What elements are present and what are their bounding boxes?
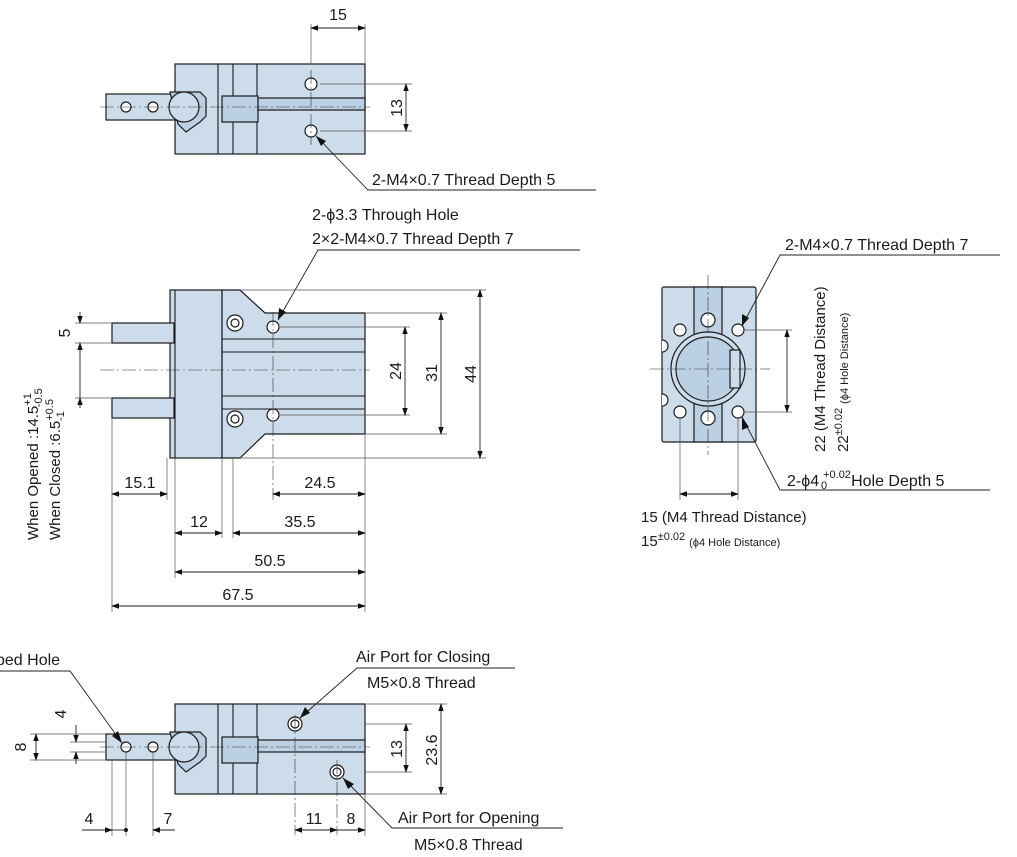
dim-bottom-11: 11 <box>306 811 323 828</box>
dim-front-15-1: 15.1 <box>124 475 155 492</box>
dim-bottom-13: 13 <box>389 740 406 758</box>
dim-front-24: 24 <box>388 362 405 380</box>
label-top-thread: 2-M4×0.7 Thread Depth 5 <box>372 172 555 189</box>
label-air-opening-thread: M5×0.8 Thread <box>414 837 523 854</box>
dim-bottom-4h: 4 <box>85 811 94 828</box>
label-side-v-thread-distance: 22 (M4 Thread Distance) <box>812 286 829 452</box>
dim-front-44: 44 <box>463 365 480 383</box>
bottom-view: ped Hole Air Port for Closing M5×0.8 Thr… <box>0 649 563 854</box>
front-finger-lower <box>111 397 175 419</box>
label-bottom-tapped-hole: ped Hole <box>0 652 60 669</box>
front-finger-upper <box>111 322 175 344</box>
label-air-opening: Air Port for Opening <box>398 810 539 827</box>
label-side-thread: 2-M4×0.7 Thread Depth 7 <box>785 237 968 254</box>
side-thread-hole-1 <box>673 323 687 337</box>
label-when-closed: When Closed :6.5+0.5-1 <box>44 399 67 540</box>
dim-front-31: 31 <box>424 364 441 382</box>
label-air-closing: Air Port for Closing <box>356 649 490 666</box>
top-view: 15 13 2-M4×0.7 Thread Depth 5 <box>100 7 596 191</box>
side-pin-hole-2 <box>731 405 745 419</box>
dim-front-24-5: 24.5 <box>304 475 335 492</box>
dim-front-5: 5 <box>57 328 74 337</box>
dim-bottom-8h: 8 <box>347 811 356 828</box>
dim-bottom-8v: 8 <box>13 742 30 751</box>
dim-top-15: 15 <box>329 7 347 24</box>
dim-bottom-4v: 4 <box>53 709 70 718</box>
label-side-h-hole-distance: 15±0.02(ϕ4 Hole Distance) <box>641 531 780 550</box>
label-front-thread: 2×2-M4×0.7 Thread Depth 7 <box>312 231 514 248</box>
label-air-closing-thread: M5×0.8 Thread <box>367 675 476 692</box>
side-thread-hole-2 <box>731 323 745 337</box>
top-thread-leader <box>315 135 596 191</box>
dim-front-50-5: 50.5 <box>254 553 285 570</box>
front-view: 2-ϕ3.3 Through Hole 2×2-M4×0.7 Thread De… <box>22 207 580 612</box>
dim-front-67-5: 67.5 <box>222 587 253 604</box>
dim-bottom-7: 7 <box>164 811 173 828</box>
label-side-v-hole-distance: 22±0.02(ϕ4 Hole Distance) <box>833 313 852 452</box>
side-pin-hole-1 <box>673 405 687 419</box>
dim-front-12: 12 <box>190 514 208 531</box>
label-front-through-hole: 2-ϕ3.3 Through Hole <box>312 207 459 224</box>
dim-bottom-23-6: 23.6 <box>424 734 441 765</box>
dim-front-35-5: 35.5 <box>284 514 315 531</box>
label-when-opened: When Opened :14.5+1-0.5 <box>22 388 45 540</box>
label-side-h-thread-distance: 15 (M4 Thread Distance) <box>641 509 807 526</box>
front-body <box>221 289 366 459</box>
dim-top-13: 13 <box>389 99 406 117</box>
front-jaw-block <box>169 289 223 459</box>
